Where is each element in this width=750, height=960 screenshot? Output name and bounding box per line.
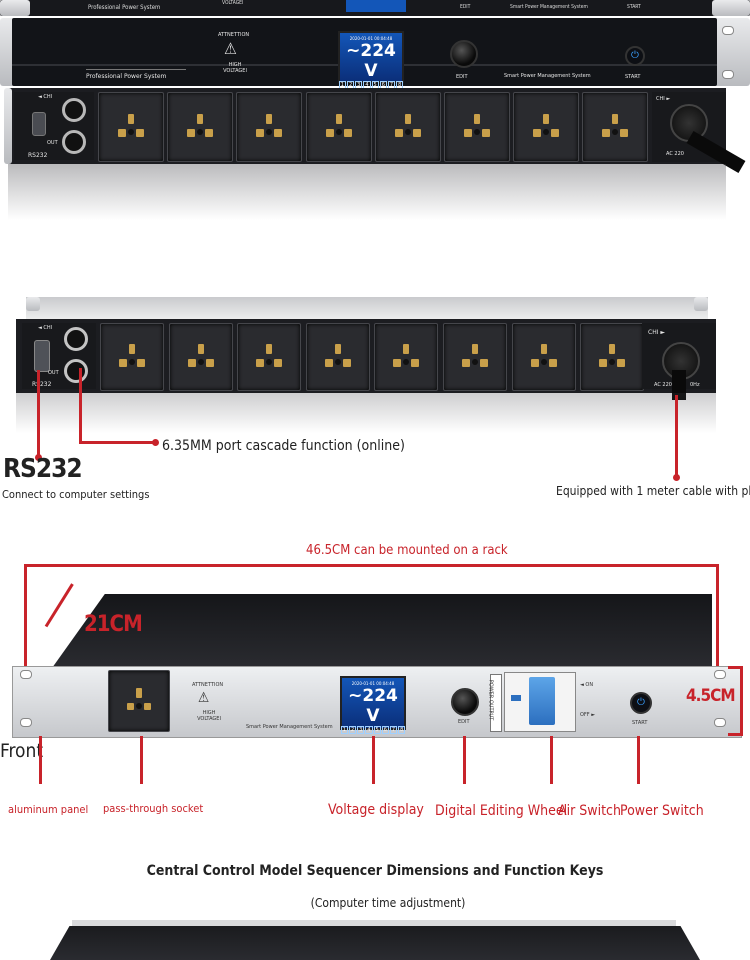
universal-socket[interactable] [582, 92, 649, 162]
universal-socket[interactable] [444, 92, 510, 162]
back-jack-out[interactable] [64, 359, 88, 383]
front-high-voltage-label: HIGH VOLTAGEI [197, 710, 221, 722]
back-rs232-label: RS232 [32, 381, 52, 388]
cable-caption: Equipped with 1 meter cable with plug [556, 484, 750, 498]
attention-label: ATTNETTION [218, 32, 250, 38]
back-ch-out-label: CHI ► [648, 329, 665, 336]
front-caption: Front [0, 740, 44, 762]
brand-label: Professional Power System [86, 73, 167, 80]
lcd-channel-indicator: 5 [373, 726, 381, 734]
universal-socket[interactable] [580, 323, 645, 391]
wheel-caption: Digital Editing Wheel [435, 803, 568, 819]
powerswitch-caption: Power Switch [620, 803, 704, 819]
hv-warning-icon: ⚠ [224, 39, 237, 58]
lcd-channel-indicator: 7 [389, 726, 398, 734]
universal-socket[interactable] [374, 92, 441, 162]
ch-in-label: ◄ CHI [38, 94, 53, 100]
start-label: START [625, 74, 641, 80]
ch-out-label: CHI ► [656, 96, 671, 102]
ac220-label: AC 220 [666, 151, 684, 157]
edit-label: EDIT [456, 74, 468, 80]
switch-on-label: ◄ ON [580, 682, 594, 688]
system-label: Smart Power Management System [504, 73, 591, 79]
lcd-channel-indicator: 3 [357, 726, 365, 734]
front-hv-icon: ⚠ [198, 690, 210, 706]
high-voltage-label: HIGH VOLTAGEI [223, 62, 247, 74]
top-system-text: Smart Power Management System [510, 4, 588, 10]
top-edit-text: EDIT [460, 4, 471, 10]
top-voltage-text: VOLTAGEI [222, 0, 244, 6]
universal-socket[interactable] [374, 323, 439, 391]
back-out-label: OUT [48, 370, 59, 376]
air-switch[interactable] [504, 672, 576, 732]
front-power-icon[interactable]: ⏻ [630, 692, 652, 714]
universal-socket[interactable] [100, 323, 164, 391]
universal-socket[interactable] [513, 92, 580, 162]
jack-in[interactable] [62, 98, 86, 122]
lcd-channel-indicator: 8 [398, 726, 406, 734]
lcd-channel-indicator: 6 [381, 726, 389, 734]
lcd-voltage: ~224 V [346, 41, 396, 81]
pass-through-socket[interactable] [108, 670, 170, 732]
universal-socket[interactable] [168, 323, 233, 391]
passthrough-caption: pass-through socket [103, 802, 204, 815]
front-lcd-date: 2020-01-01 00:04:48 [351, 681, 395, 686]
top-start-text: START [627, 4, 641, 10]
footer-title: Central Control Model Sequencer Dimensio… [146, 863, 604, 879]
bottom-device-ear [72, 920, 676, 930]
lcd-channel-indicator: 1 [340, 726, 348, 734]
back-jack-in[interactable] [64, 327, 88, 351]
out-label: OUT [47, 140, 58, 146]
universal-socket[interactable] [305, 323, 370, 391]
rs232-label: RS232 [28, 152, 48, 159]
lcd-date: 2020-01-01 00:04:48 [349, 36, 393, 41]
voltage-caption: Voltage display [328, 802, 424, 818]
front-edit-label: EDIT [458, 719, 470, 725]
universal-socket[interactable] [511, 323, 576, 391]
depth-caption: 21CM [84, 612, 143, 637]
aluminum-caption: aluminum panel [8, 803, 89, 816]
universal-socket[interactable] [443, 323, 507, 391]
bottom-device-top [50, 926, 700, 960]
rs232-port[interactable] [32, 112, 46, 136]
back-rs232-port[interactable] [34, 340, 50, 372]
back-ac220-label: AC 220 [654, 382, 672, 388]
power-output-label: POWER OUTPUT [487, 679, 494, 721]
back-ch-in-label: ◄ CHI [38, 325, 53, 331]
connect-computer-caption: Connect to computer settings [2, 488, 150, 501]
power-output-strip [490, 674, 502, 732]
universal-socket[interactable] [305, 92, 372, 162]
width-caption: 46.5CM can be mounted on a rack [306, 543, 508, 558]
front-system-label: Smart Power Management System [246, 724, 333, 730]
edit-knob[interactable] [450, 40, 478, 68]
front-lcd-voltage: ~224 V [348, 686, 398, 726]
panel-reflection [8, 164, 726, 220]
rs232-big-caption: RS232 [3, 454, 83, 484]
front-edit-knob[interactable] [451, 688, 479, 716]
top-lcd-strip [346, 0, 406, 12]
jack-out[interactable] [62, 130, 86, 154]
port-cascade-caption: 6.35MM port cascade function (online) [162, 438, 405, 454]
lcd-channel-indicator: 4 [365, 726, 373, 734]
universal-socket[interactable] [237, 323, 302, 391]
top-brand-text: Professional Power System [88, 4, 161, 11]
back-hz-label: 0Hz [690, 382, 700, 388]
universal-socket[interactable] [98, 92, 164, 162]
front-start-label: START [632, 720, 648, 726]
footer-subtitle: (Computer time adjustment) [310, 896, 466, 910]
lcd-channel-indicator: 2 [348, 726, 357, 734]
switch-off-label: OFF ► [580, 712, 596, 718]
power-icon[interactable]: ⏻ [625, 46, 645, 66]
front-attention-label: ATTNETTION [192, 682, 224, 688]
universal-socket[interactable] [167, 92, 234, 162]
universal-socket[interactable] [236, 92, 303, 162]
height-caption: 4.5CM [686, 686, 736, 706]
airswitch-caption: Air Switch [558, 803, 621, 819]
